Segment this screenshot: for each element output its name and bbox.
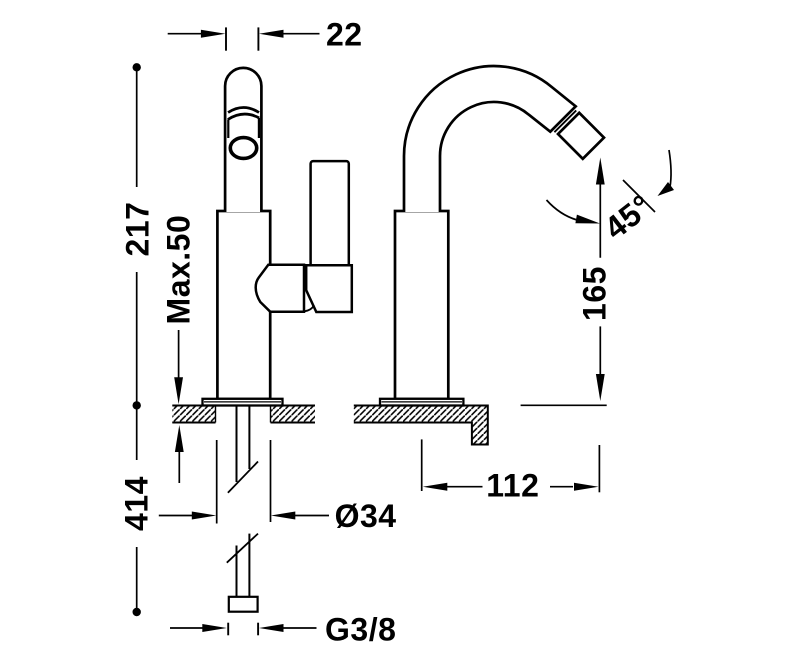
svg-text:Ø34: Ø34 xyxy=(335,498,397,534)
svg-text:217: 217 xyxy=(120,202,156,257)
svg-text:112: 112 xyxy=(486,467,539,503)
svg-text:22: 22 xyxy=(326,17,363,53)
svg-text:414: 414 xyxy=(119,476,155,531)
svg-text:Max.50: Max.50 xyxy=(161,215,197,325)
svg-text:165: 165 xyxy=(577,266,613,321)
svg-text:G3/8: G3/8 xyxy=(325,612,396,648)
